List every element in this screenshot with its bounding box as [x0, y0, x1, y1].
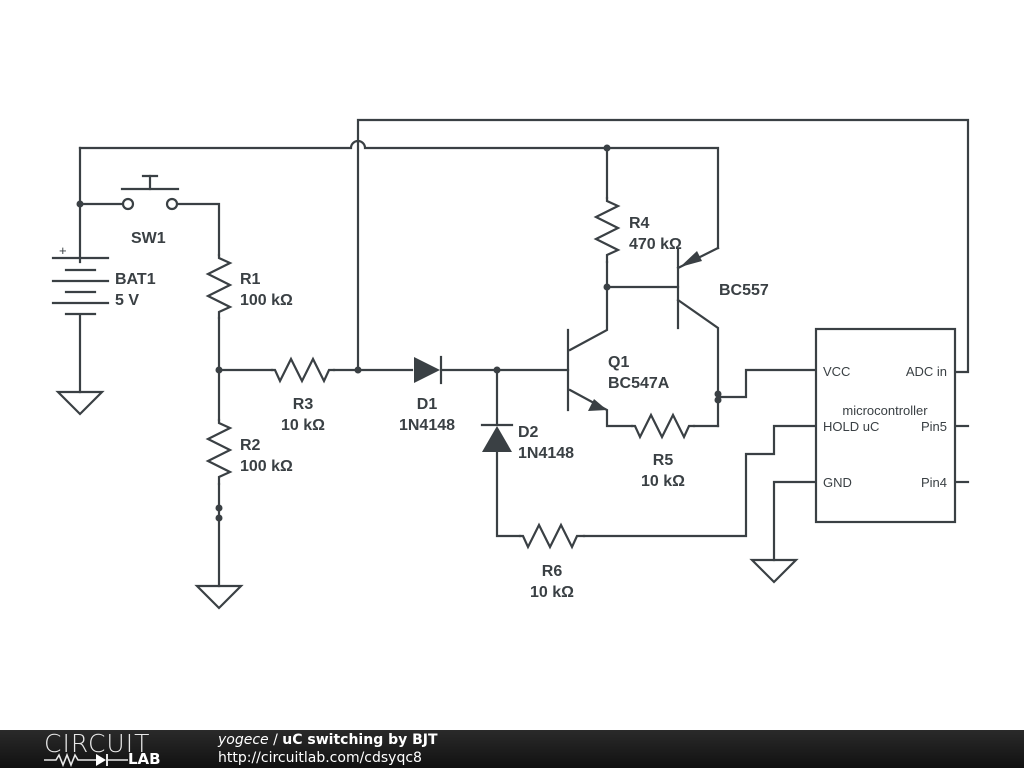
circuit-title: yogece / uC switching by BJT: [218, 731, 438, 749]
mcu-pin-hold: HOLD uC: [823, 419, 879, 434]
mcu-pin-vcc: VCC: [823, 364, 850, 379]
circuit-name: uC switching by BJT: [282, 732, 438, 748]
resistor-r4[interactable]: R4 470 kΩ: [593, 196, 682, 264]
ground-symbol-bat: [55, 390, 105, 416]
resistor-diode-logo-icon: [44, 753, 128, 767]
r4-value-label: 470 kΩ: [629, 236, 682, 253]
battery-bat1[interactable]: + BAT1 5 V: [51, 243, 156, 316]
pushbutton-sw1[interactable]: SW1: [120, 174, 180, 247]
r3-value-label: 10 kΩ: [281, 417, 325, 434]
r1-ref-label: R1: [240, 271, 261, 288]
r2-value-label: 100 kΩ: [240, 458, 293, 475]
r6-value-label: 10 kΩ: [530, 584, 574, 601]
schematic-canvas: + BAT1 5 V SW1 R1 100 kΩ R2 100 kΩ R3 10…: [51, 118, 970, 610]
mcu-pin-adc: ADC in: [906, 364, 947, 379]
transistor-q1[interactable]: Q1 BC547A: [566, 328, 670, 412]
d2-ref-label: D2: [518, 424, 539, 441]
author-link[interactable]: yogece: [218, 732, 269, 748]
r2-ref-label: R2: [240, 437, 261, 454]
r4-ref-label: R4: [629, 215, 650, 232]
wires: [78, 118, 970, 588]
microcontroller-block[interactable]: microcontroller VCC ADC in HOLD uC Pin5 …: [814, 327, 957, 524]
ground-symbol-r2: [194, 584, 244, 610]
mcu-title: microcontroller: [842, 403, 928, 418]
circuitlab-logo[interactable]: CIRCUIT: [44, 729, 151, 758]
sw1-ref-label: SW1: [131, 230, 166, 247]
r6-ref-label: R6: [542, 563, 563, 580]
junctions: [76, 144, 722, 522]
footer-bar: CIRCUIT LAB yogece / uC switching by BJT…: [0, 730, 1024, 768]
r3-ref-label: R3: [293, 396, 314, 413]
diode-d2[interactable]: D2 1N4148: [480, 423, 574, 462]
diode-d1[interactable]: D1 1N4148: [399, 355, 455, 434]
bc557-value-label: BC557: [719, 282, 769, 299]
transistor-bc557[interactable]: BC557: [676, 246, 769, 330]
resistor-r6[interactable]: R6 10 kΩ: [518, 522, 586, 601]
mcu-pin-gnd: GND: [823, 475, 852, 490]
battery-polarity-plus: +: [59, 243, 67, 258]
r5-ref-label: R5: [653, 452, 674, 469]
d1-ref-label: D1: [417, 396, 438, 413]
d2-value-label: 1N4148: [518, 445, 574, 462]
bat1-value-label: 5 V: [115, 292, 139, 309]
d1-value-label: 1N4148: [399, 417, 455, 434]
resistor-r5[interactable]: R5 10 kΩ: [630, 412, 696, 490]
resistor-r1[interactable]: R1 100 kΩ: [205, 253, 293, 320]
resistor-r2[interactable]: R2 100 kΩ: [205, 418, 293, 486]
q1-ref-label: Q1: [608, 354, 629, 371]
circuit-url-link[interactable]: http://circuitlab.com/cdsyqc8: [218, 750, 422, 766]
bat1-ref-label: BAT1: [115, 271, 156, 288]
q1-value-label: BC547A: [608, 375, 670, 392]
ground-symbol-mcu: [749, 558, 799, 584]
r1-value-label: 100 kΩ: [240, 292, 293, 309]
mcu-pin-pin4: Pin4: [921, 475, 947, 490]
resistor-r3[interactable]: R3 10 kΩ: [270, 356, 336, 434]
title-separator: /: [268, 732, 283, 748]
mcu-pin-pin5: Pin5: [921, 419, 947, 434]
circuitlab-logo-lab: LAB: [128, 750, 161, 768]
r5-value-label: 10 kΩ: [641, 473, 685, 490]
